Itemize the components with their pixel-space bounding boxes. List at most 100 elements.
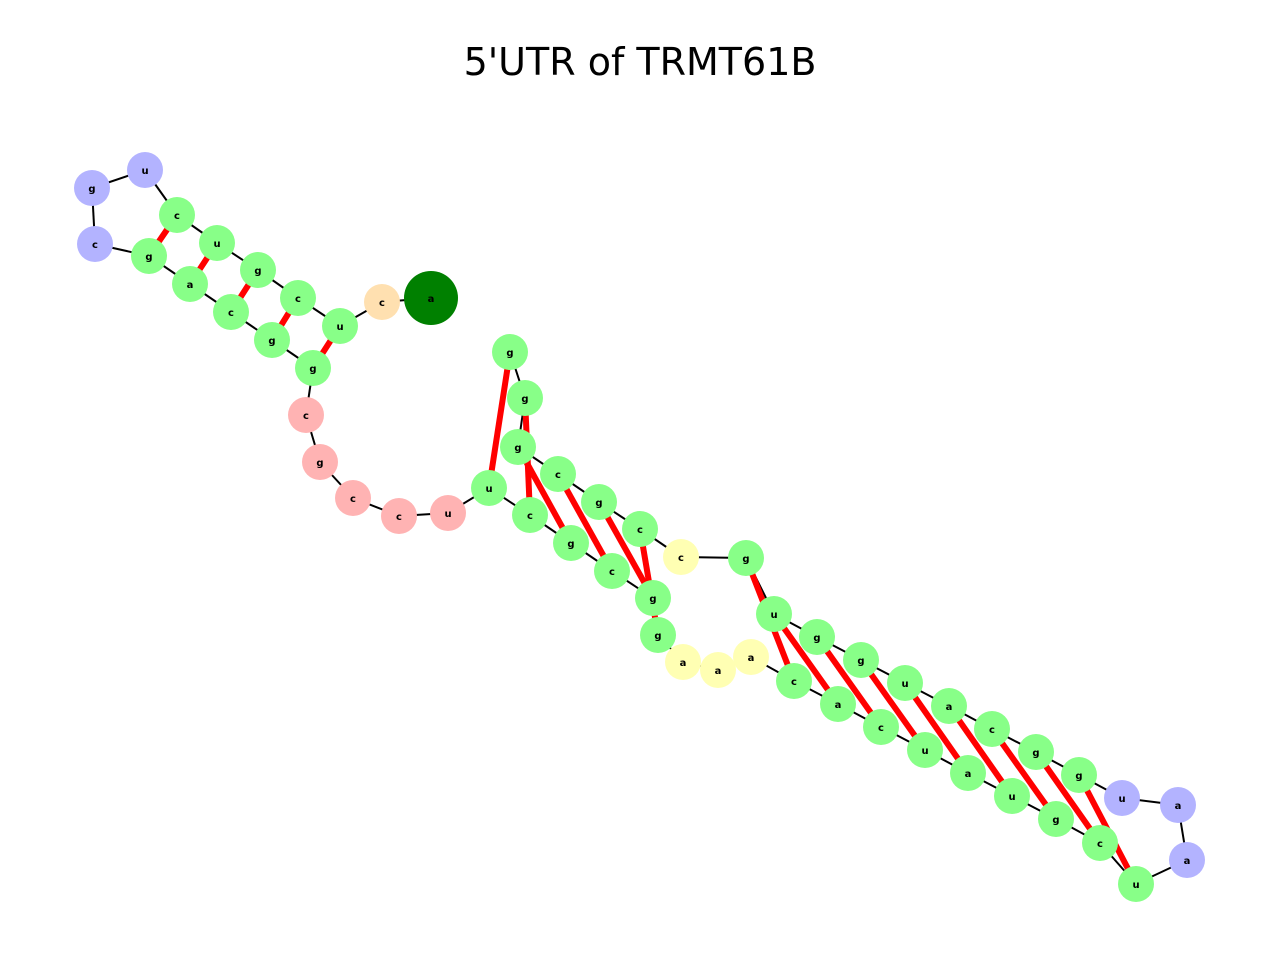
base-pair-bond [989,727,1059,821]
nucleotide: g [635,580,671,616]
nucleotide-circle [887,665,923,701]
nucleotide-label: u [444,509,451,520]
nucleotide: g [131,238,167,274]
nucleotide-label: c [396,512,402,523]
base-pair-bond [902,681,971,775]
nucleotide-label: c [228,308,234,319]
nucleotide-circle [728,540,764,576]
nucleotide-label: a [965,769,972,780]
nucleotide: g [843,642,879,678]
nucleotide-label: u [1008,792,1015,803]
nucleotide-label: c [92,240,98,251]
nucleotide-circle [77,226,113,262]
nucleotide-circle [663,539,699,575]
nucleotide-circle [622,511,658,547]
nucleotide-label: g [506,348,513,359]
nucleotide-label: u [485,484,492,495]
nucleotide-circle [381,498,417,534]
nucleotide-label: a [680,658,687,669]
nucleotide-label: c [350,494,356,505]
nucleotide: g [500,429,536,465]
nucleotide-circle [553,525,589,561]
nucleotide-label: u [336,322,343,333]
nucleotide-label: c [609,567,615,578]
nucleotide-circle [471,470,507,506]
nucleotide: g [295,350,331,386]
nucleotide-label: g [514,443,521,454]
base-pair-bond [814,635,884,729]
nucleotide: g [1038,801,1074,837]
nucleotide-label: g [1075,771,1082,782]
nucleotide-circle [863,709,899,745]
nucleotide-label: u [213,239,220,250]
nucleotide: g [640,617,676,653]
nucleotide-circle [322,308,358,344]
nucleotide: g [1018,734,1054,770]
nucleotide-circle [700,652,736,688]
nucleotide-circle [199,225,235,261]
nucleotide-label: u [1132,880,1139,891]
nucleotide-label: c [878,723,884,734]
nucleotide-label: g [654,631,661,642]
nucleotide-circle [404,271,458,325]
nucleotide: a [733,639,769,675]
five-prime-nucleotide: a [404,271,458,325]
nucleotide: c [77,226,113,262]
nucleotide-label: g [316,458,323,469]
nucleotide-circle [159,197,195,233]
nucleotide-label: c [303,411,309,422]
nucleotide-label: g [145,252,152,263]
nucleotide-circle [288,397,324,433]
nucleotide-circle [131,238,167,274]
nucleotide: c [512,497,548,533]
nucleotide-label: u [901,679,908,690]
nucleotide-label: u [141,166,148,177]
nucleotide-circle [240,252,276,288]
nucleotide-label: c [174,211,180,222]
nucleotide: u [756,596,792,632]
nucleotide-circle [1118,866,1154,902]
nucleotide: u [1104,780,1140,816]
nucleotide-label: u [1118,794,1125,805]
base-pair-bond [555,472,615,573]
nucleotide-circle [1061,757,1097,793]
base-pair-bond [771,612,841,706]
nucleotide-label: a [946,702,953,713]
nucleotide-label: c [379,298,385,309]
base-pair-bond [486,351,513,489]
nucleotide: g [240,252,276,288]
nucleotide-label: g [813,633,820,644]
nucleotide: u [471,470,507,506]
nucleotide-circle [254,322,290,358]
nucleotide: u [887,665,923,701]
nucleotide: u [430,495,466,531]
nucleotide-circle [213,294,249,330]
nucleotide-label: g [521,394,528,405]
nucleotide: c [594,553,630,589]
nucleotide-circle [756,596,792,632]
nucleotide-label: g [1052,815,1059,826]
nucleotide-circle [907,732,943,768]
nucleotide: c [288,397,324,433]
nucleotide: g [799,619,835,655]
base-pair-bond [515,445,574,545]
base-pair-bond [946,704,1015,798]
nucleotide-circle [74,170,110,206]
nucleotide: g [553,525,589,561]
nucleotide-circle [820,686,856,722]
nucleotide-label: u [921,746,928,757]
nucleotide: g [74,170,110,206]
nucleotide: g [1061,757,1097,793]
nucleotide: g [302,444,338,480]
nucleotide: c [974,711,1010,747]
nucleotide: c [381,498,417,534]
nucleotide-circle [950,755,986,791]
nucleotide: c [1082,825,1118,861]
nucleotide: a [1169,842,1205,878]
nucleotide: c [213,294,249,330]
nucleotide-circle [512,497,548,533]
nucleotide-circle [1082,825,1118,861]
nucleotide-circle [733,639,769,675]
